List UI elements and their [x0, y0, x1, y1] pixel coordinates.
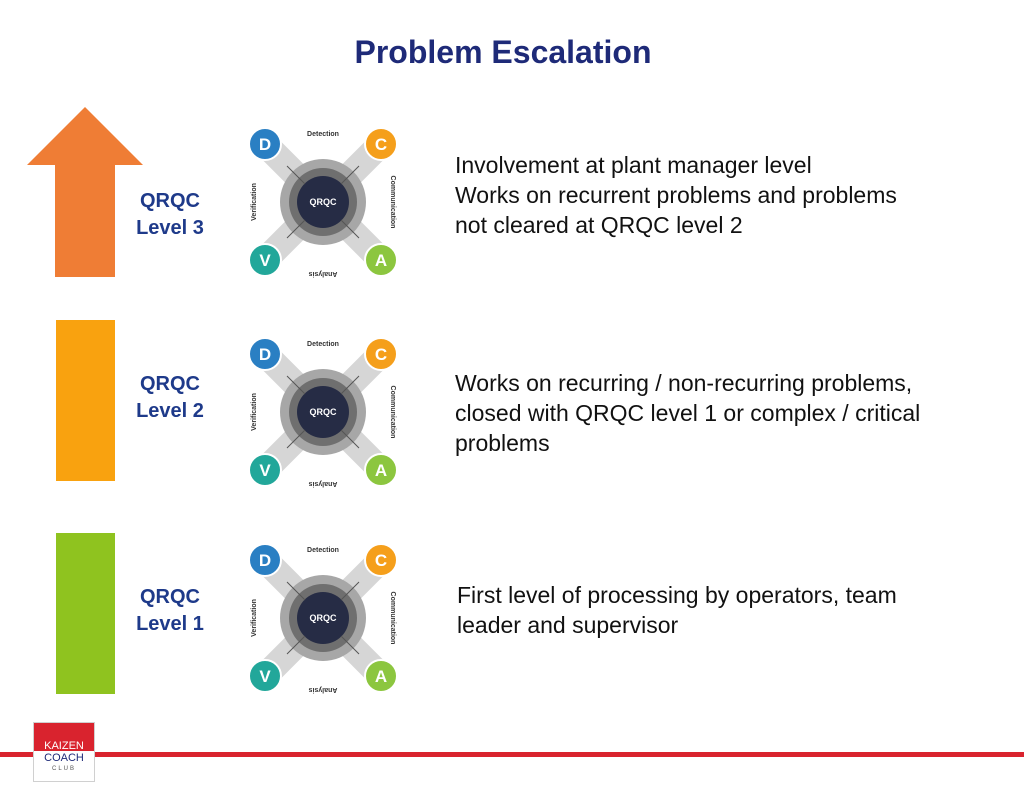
- verification-node-letter: V: [259, 667, 271, 686]
- detection-node: [248, 337, 282, 371]
- level-1-description: First level of processing by operators, …: [457, 582, 897, 638]
- analysis-node: [364, 453, 398, 487]
- qrqc-center-label: QRQC: [310, 613, 338, 623]
- analysis-label: Analysis: [308, 480, 337, 487]
- level-2-description: Works on recurring / non-recurring probl…: [455, 370, 921, 456]
- analysis-label: Analysis: [308, 270, 337, 277]
- communication-label: Communication: [389, 592, 396, 645]
- detection-node-letter: D: [259, 551, 271, 570]
- qrqc-center: [297, 176, 349, 228]
- detection-label: Detection: [307, 547, 339, 554]
- level-3-description: Involvement at plant manager level Works…: [455, 152, 897, 238]
- level-3-label: QRQC Level 3: [136, 190, 204, 239]
- kaizen-coach-club-logo: KAIZEN COACH CLUB: [33, 722, 95, 782]
- verification-node-letter: V: [259, 461, 271, 480]
- analysis-node-letter: A: [375, 667, 387, 686]
- qrqc-center-label: QRQC: [310, 407, 338, 417]
- communication-node-letter: C: [375, 551, 387, 570]
- communication-label: Communication: [389, 386, 396, 439]
- communication-node-letter: C: [375, 135, 387, 154]
- communication-node: [364, 337, 398, 371]
- verification-label: Verification: [251, 183, 258, 221]
- level-2-label: QRQC Level 2: [136, 373, 204, 422]
- detection-node: [248, 543, 282, 577]
- analysis-label: Analysis: [308, 686, 337, 693]
- page-title: Problem Escalation: [354, 34, 652, 70]
- level-2-bar: [56, 320, 115, 481]
- qrqc-center: [297, 386, 349, 438]
- footer-line: [0, 752, 1024, 757]
- analysis-node-letter: A: [375, 461, 387, 480]
- communication-node-letter: C: [375, 345, 387, 364]
- communication-node: [364, 543, 398, 577]
- level-1-label: QRQC Level 1: [136, 586, 204, 635]
- detection-node-letter: D: [259, 345, 271, 364]
- level-3-arrow: [27, 107, 143, 277]
- verification-node: [248, 659, 282, 693]
- qrqc-center: [297, 592, 349, 644]
- detection-label: Detection: [307, 341, 339, 348]
- detection-node: [248, 127, 282, 161]
- analysis-node: [364, 659, 398, 693]
- verification-label: Verification: [251, 393, 258, 431]
- verification-label: Verification: [251, 599, 258, 637]
- detection-label: Detection: [307, 131, 339, 138]
- analysis-node: [364, 243, 398, 277]
- verification-node: [248, 453, 282, 487]
- communication-node: [364, 127, 398, 161]
- level-1-bar: [56, 533, 115, 694]
- analysis-node-letter: A: [375, 251, 387, 270]
- detection-node-letter: D: [259, 135, 271, 154]
- qrqc-center-label: QRQC: [310, 197, 338, 207]
- verification-node: [248, 243, 282, 277]
- communication-label: Communication: [389, 176, 396, 229]
- verification-node-letter: V: [259, 251, 271, 270]
